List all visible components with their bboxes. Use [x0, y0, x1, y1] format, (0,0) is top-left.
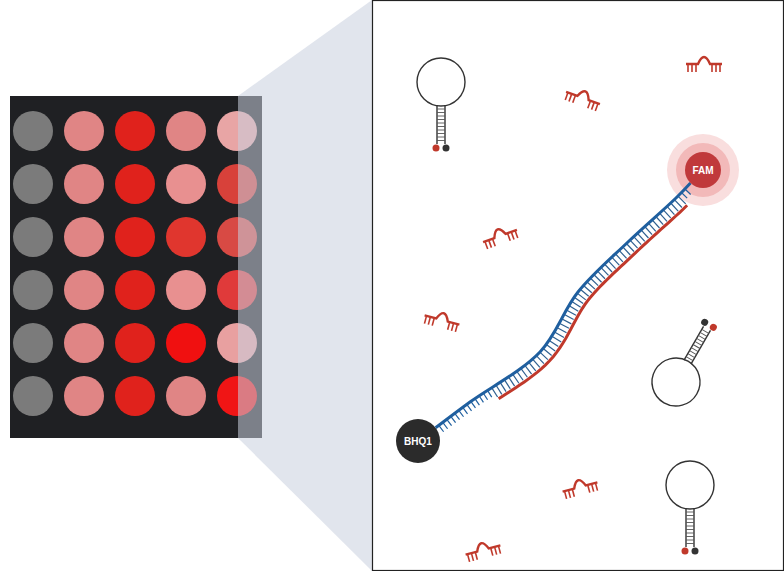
- well: [166, 270, 206, 310]
- plate-panel: [10, 96, 262, 438]
- rna-fragments: [423, 57, 722, 562]
- well: [64, 323, 104, 363]
- well: [64, 376, 104, 416]
- rna-fragment: [481, 223, 520, 249]
- well: [115, 323, 155, 363]
- well: [13, 323, 53, 363]
- zoom-wedge: [238, 0, 372, 571]
- target-strand: [499, 205, 687, 398]
- probe-strand: [436, 183, 691, 428]
- well: [64, 270, 104, 310]
- well: [13, 376, 53, 416]
- well: [115, 376, 155, 416]
- fluorophore-label: FAM: [685, 152, 721, 188]
- node-text: FAM: [692, 165, 713, 176]
- well: [64, 111, 104, 151]
- well: [166, 376, 206, 416]
- well: [13, 111, 53, 151]
- well: [166, 164, 206, 204]
- well: [13, 270, 53, 310]
- rna-fragment: [561, 476, 600, 500]
- well: [166, 323, 206, 363]
- quencher-label: BHQ1: [396, 419, 440, 463]
- well: [13, 164, 53, 204]
- well-grid: [13, 111, 257, 416]
- rna-fragment: [686, 57, 722, 72]
- well: [115, 164, 155, 204]
- rna-fragment: [563, 85, 602, 111]
- well: [115, 111, 155, 151]
- rna-fragment: [423, 309, 462, 333]
- well: [13, 217, 53, 257]
- well: [115, 270, 155, 310]
- molecular-beacons: [417, 58, 732, 555]
- molecular-beacon: [643, 310, 731, 415]
- well: [64, 217, 104, 257]
- zoom-panel: [373, 1, 784, 571]
- well: [166, 111, 206, 151]
- well: [166, 217, 206, 257]
- well: [64, 164, 104, 204]
- rna-fragment: [464, 539, 503, 563]
- well: [115, 217, 155, 257]
- node-text: BHQ1: [404, 436, 432, 447]
- molecular-beacon: [417, 58, 465, 152]
- molecular-beacon: [666, 461, 714, 555]
